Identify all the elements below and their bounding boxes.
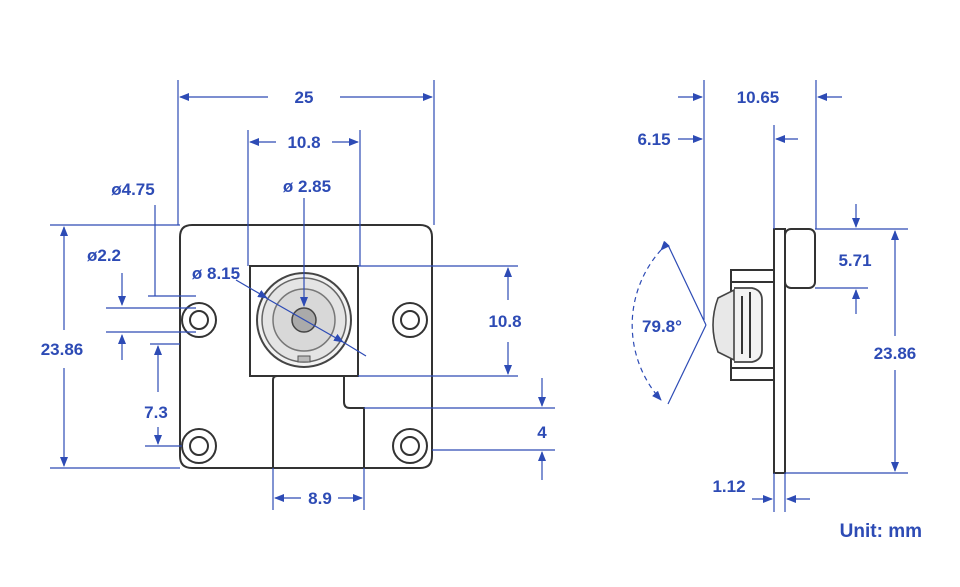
dim-sensor-height: 10.8 — [488, 312, 521, 331]
dim-hole-small: ø2.2 — [87, 246, 121, 265]
dim-total-depth: 10.65 — [737, 88, 780, 107]
side-connector — [784, 228, 816, 289]
side-lens-barrel — [734, 287, 763, 363]
mounting-hole-bottom-right — [392, 428, 428, 464]
dim-side-height: 23.86 — [874, 344, 917, 363]
mounting-hole-top-right — [392, 302, 428, 338]
tab-outline — [272, 375, 365, 468]
dim-width: 25 — [295, 88, 314, 107]
dim-hole-offset: 7.3 — [144, 403, 168, 422]
side-lens-front — [712, 288, 735, 362]
dim-aperture: ø 2.85 — [283, 177, 331, 196]
dim-fov: 79.8° — [642, 317, 682, 336]
dim-tab-height: 4 — [537, 423, 547, 442]
mounting-hole-bottom-left — [181, 428, 217, 464]
front-view: 25 10.8 ø 2.85 ø4.75 ø2.2 ø 8.15 23.86 — [41, 80, 555, 510]
mounting-hole-top-left — [181, 302, 217, 338]
unit-label: Unit: mm — [840, 521, 922, 542]
dim-board-offset: 5.71 — [838, 251, 871, 270]
dim-lens-offset: 6.15 — [637, 130, 670, 149]
dim-board-thickness: 1.12 — [712, 477, 745, 496]
dim-sensor-width: 10.8 — [287, 133, 320, 152]
dim-tab-width: 8.9 — [308, 489, 332, 508]
side-view: 79.8° 10.65 6.15 5.71 23.86 1.12 — [631, 80, 917, 512]
dim-height: 23.86 — [41, 340, 84, 359]
lens-notch — [297, 355, 311, 363]
side-board — [773, 228, 786, 474]
board-outline — [179, 224, 433, 469]
dim-hole-large: ø4.75 — [111, 180, 154, 199]
dim-lens: ø 8.15 — [192, 264, 240, 283]
